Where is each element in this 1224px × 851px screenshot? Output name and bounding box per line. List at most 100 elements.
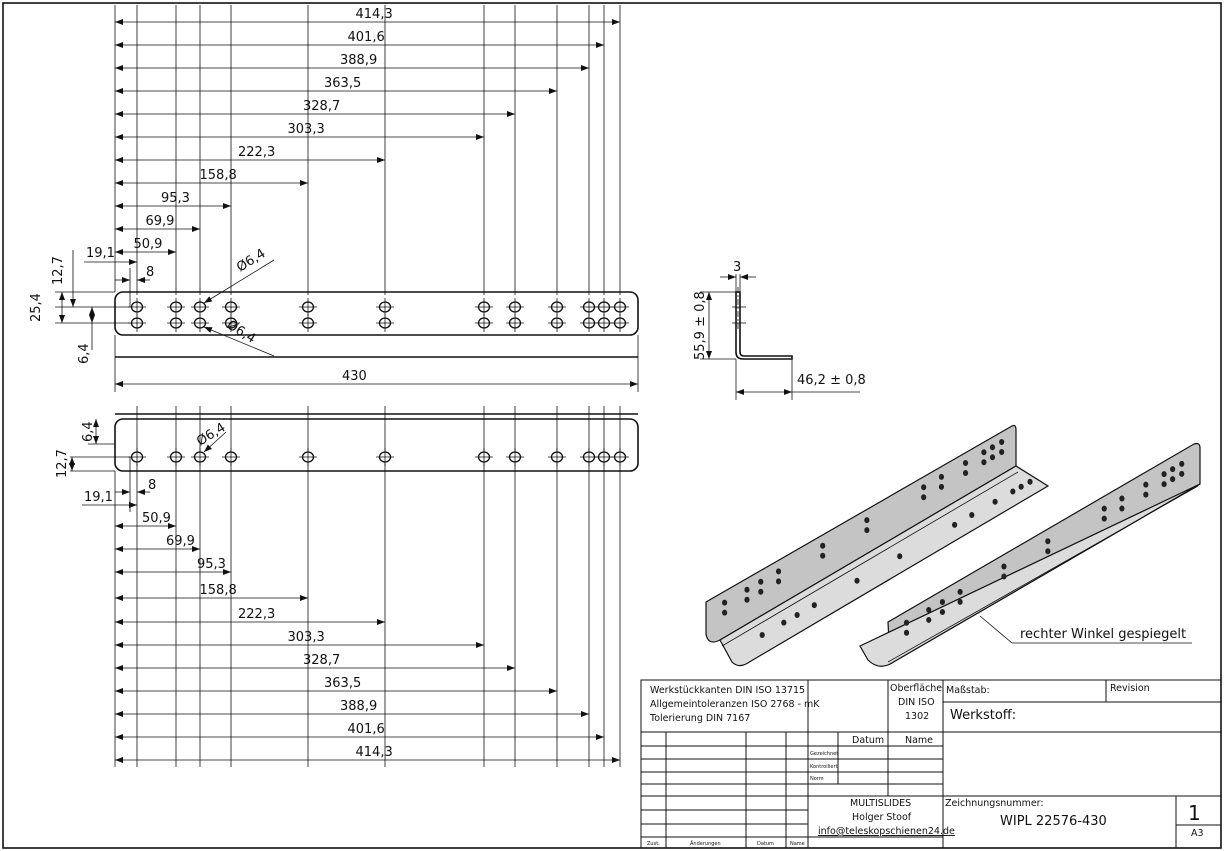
isometric-hole <box>926 606 932 613</box>
isometric-hole <box>1119 505 1125 512</box>
isometric-hole <box>781 619 787 626</box>
bottom-dimension-label: 363,5 <box>324 676 361 691</box>
bottom-view: 6,4 12,7 Ø6,4 <box>55 406 639 767</box>
isometric-hole <box>1119 495 1125 502</box>
bottom-dimension-label: 69,9 <box>166 534 195 549</box>
sheet-number: 1 <box>1188 801 1201 825</box>
isometric-hole <box>864 517 870 524</box>
company-name: MULTISLIDES <box>850 798 911 809</box>
revision-label: Revision <box>1110 683 1150 694</box>
bottom-dimension-label: 95,3 <box>197 557 226 572</box>
isometric-hole <box>989 444 996 451</box>
isometric-hole <box>1170 476 1176 483</box>
footer-changes: Änderungen <box>690 840 721 847</box>
isometric-hole <box>744 596 750 603</box>
top-dimension-label: 363,5 <box>324 76 361 91</box>
footer-date: Datum <box>757 841 774 847</box>
company-contact: Holger Stoof <box>852 812 912 823</box>
top-dimension-label: 8 <box>146 265 154 280</box>
isometric-hole <box>952 521 958 528</box>
isometric-hole <box>722 599 728 606</box>
isometric-hole <box>722 609 728 616</box>
section-height: 55,9 ± 0,8 <box>693 291 708 360</box>
isometric-hole <box>1045 548 1051 555</box>
isometric-hole <box>939 609 946 616</box>
isometric-hole <box>1161 471 1167 478</box>
isometric-hole <box>775 568 782 575</box>
footer-name: Name <box>790 841 805 847</box>
iso-mirror-note: rechter Winkel gespiegelt <box>1020 627 1186 642</box>
isometric-hole <box>854 577 860 584</box>
isometric-hole <box>999 448 1005 455</box>
bottom-dimension-label: 388,9 <box>340 699 377 714</box>
surface-label-3: 1302 <box>905 711 929 722</box>
row-standard: Norm <box>810 776 824 782</box>
bottom-dimension-label: 303,3 <box>288 630 325 645</box>
row-checked: Kontrolliert <box>810 764 838 770</box>
general-note-1: Werkstückkanten DIN ISO 13715 <box>650 685 805 696</box>
isometric-hole <box>962 459 969 466</box>
footer-state: Zust. <box>647 841 660 847</box>
isometric-hole <box>939 599 946 606</box>
angle-profile-section: 3 55,9 ± 0,8 46,2 ± 0,8 <box>693 260 866 400</box>
bottom-dim-6-4: 6,4 <box>81 421 96 442</box>
general-note-3: Tolerierung DIN 7167 <box>649 713 750 724</box>
sheet-format: A3 <box>1191 828 1204 839</box>
title-block: Werkstückkanten DIN ISO 13715 Allgemeint… <box>640 679 1222 849</box>
isometric-hole <box>962 469 969 476</box>
isometric-hole <box>903 629 910 636</box>
material-label: Werkstoff: <box>950 708 1016 723</box>
row-drawn: Gezeichnet <box>810 751 838 757</box>
isometric-hole <box>864 527 870 534</box>
angle-profile-outline <box>735 291 793 360</box>
scale-label: Maßstab: <box>946 685 990 696</box>
iso-bracket-left-flange <box>719 465 1050 667</box>
top-dimension-label: 222,3 <box>238 145 275 160</box>
top-dimension-label: 69,9 <box>146 214 175 229</box>
isometric-hole <box>957 588 963 595</box>
isometric-hole <box>1018 483 1024 490</box>
isometric-view: rechter Winkel gespiegelt <box>705 424 1201 667</box>
isometric-hole <box>1001 573 1007 580</box>
isometric-hole <box>957 598 963 605</box>
top-dimension-label: 50,9 <box>134 237 163 252</box>
top-dimension-label: 158,8 <box>200 168 237 183</box>
isometric-hole <box>1027 478 1033 485</box>
isometric-hole <box>969 512 975 519</box>
top-dimension-label: 95,3 <box>161 191 190 206</box>
isometric-hole <box>1161 481 1167 488</box>
bottom-dimension-label: 328,7 <box>303 653 340 668</box>
company-email: info@teleskopschienen24.de <box>818 826 955 837</box>
bottom-view-outline <box>114 418 639 472</box>
name-header: Name <box>905 735 933 746</box>
top-dimension-label: 401,6 <box>348 30 385 45</box>
drawing-number: WIPL 22576-430 <box>1000 814 1107 829</box>
top-dimension-label: 328,7 <box>303 99 340 114</box>
isometric-hole <box>981 459 987 466</box>
surface-label-1: Oberfläche <box>890 683 942 694</box>
isometric-hole <box>1045 538 1051 545</box>
bottom-dimension-label: 8 <box>148 478 156 493</box>
bottom-dimension-label: 50,9 <box>142 511 171 526</box>
section-thickness: 3 <box>733 260 741 275</box>
isometric-hole <box>1010 488 1016 495</box>
isometric-hole <box>897 553 903 560</box>
isometric-hole <box>938 483 945 490</box>
isometric-hole <box>1001 563 1007 570</box>
top-dimension-label: 388,9 <box>340 53 377 68</box>
top-dim-6-4: 6,4 <box>77 343 92 364</box>
isometric-hole <box>1179 460 1185 467</box>
overall-length-430: 430 <box>342 369 367 384</box>
surface-label-2: DIN ISO <box>898 697 935 708</box>
top-hole-diameter-upper: Ø6,4 <box>234 246 268 275</box>
bottom-dimension-label: 158,8 <box>200 583 237 598</box>
isometric-hole <box>989 454 996 461</box>
isometric-hole <box>1101 505 1107 512</box>
isometric-hole <box>1179 470 1185 477</box>
isometric-hole <box>794 612 800 619</box>
isometric-hole <box>811 602 817 609</box>
isometric-hole <box>981 449 987 456</box>
top-view-outline <box>114 291 639 336</box>
isometric-hole <box>744 586 750 593</box>
